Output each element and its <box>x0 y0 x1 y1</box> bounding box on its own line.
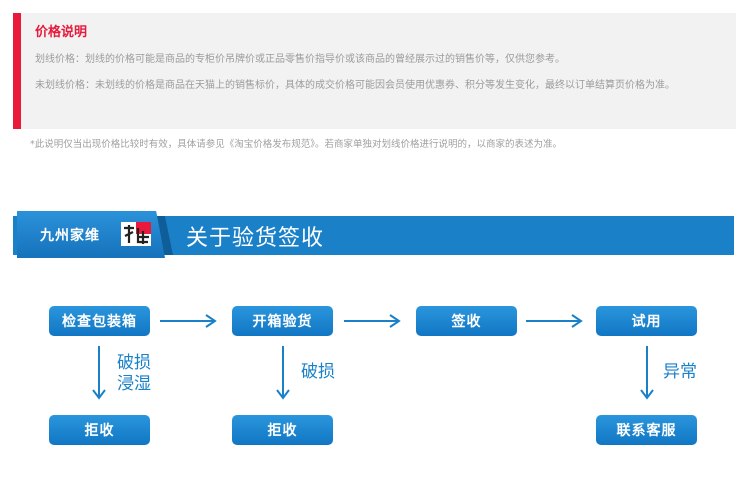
price-info-title: 价格说明 <box>35 25 88 40</box>
reason-damaged-wet: 破损 浸湿 <box>117 353 151 394</box>
step-sign: 签收 <box>416 306 517 336</box>
price-info-line-strikethrough: 划线价格：划线的价格可能是商品的专柜价吊牌价或正品零售价指导价或该商品的曾经展示… <box>35 54 565 65</box>
brand-name: 九州家维 <box>40 228 100 244</box>
price-info-note: *此说明仅当出现价格比较时有效，具体请参见《淘宝价格发布规范》。若商家单独对划线… <box>30 139 563 150</box>
brand-logo-icon <box>121 222 151 246</box>
step-open-inspect: 开箱验货 <box>232 306 333 336</box>
arrow-down-icon <box>640 346 654 400</box>
arrow-down-icon <box>276 346 290 400</box>
reason-damaged: 破损 <box>301 362 335 382</box>
arrow-right-icon <box>344 314 401 328</box>
reason-abnormal: 异常 <box>663 362 697 382</box>
outcome-reject-2: 拒收 <box>232 415 333 445</box>
arrow-right-icon <box>526 314 583 328</box>
step-trial: 试用 <box>596 306 697 336</box>
arrow-right-icon <box>160 314 217 328</box>
price-info-line-regular: 未划线价格：未划线的价格是商品在天猫上的销售标价，具体的成交价格可能因会员使用优… <box>35 80 675 91</box>
section-title: 关于验货签收 <box>186 226 325 251</box>
outcome-contact-service: 联系客服 <box>596 415 697 445</box>
step-check-package: 检查包装箱 <box>49 306 150 336</box>
outcome-reject-1: 拒收 <box>49 415 150 445</box>
arrow-down-icon <box>92 346 106 400</box>
price-info-panel: 价格说明 划线价格：划线的价格可能是商品的专柜价吊牌价或正品零售价指导价或该商品… <box>13 13 736 129</box>
